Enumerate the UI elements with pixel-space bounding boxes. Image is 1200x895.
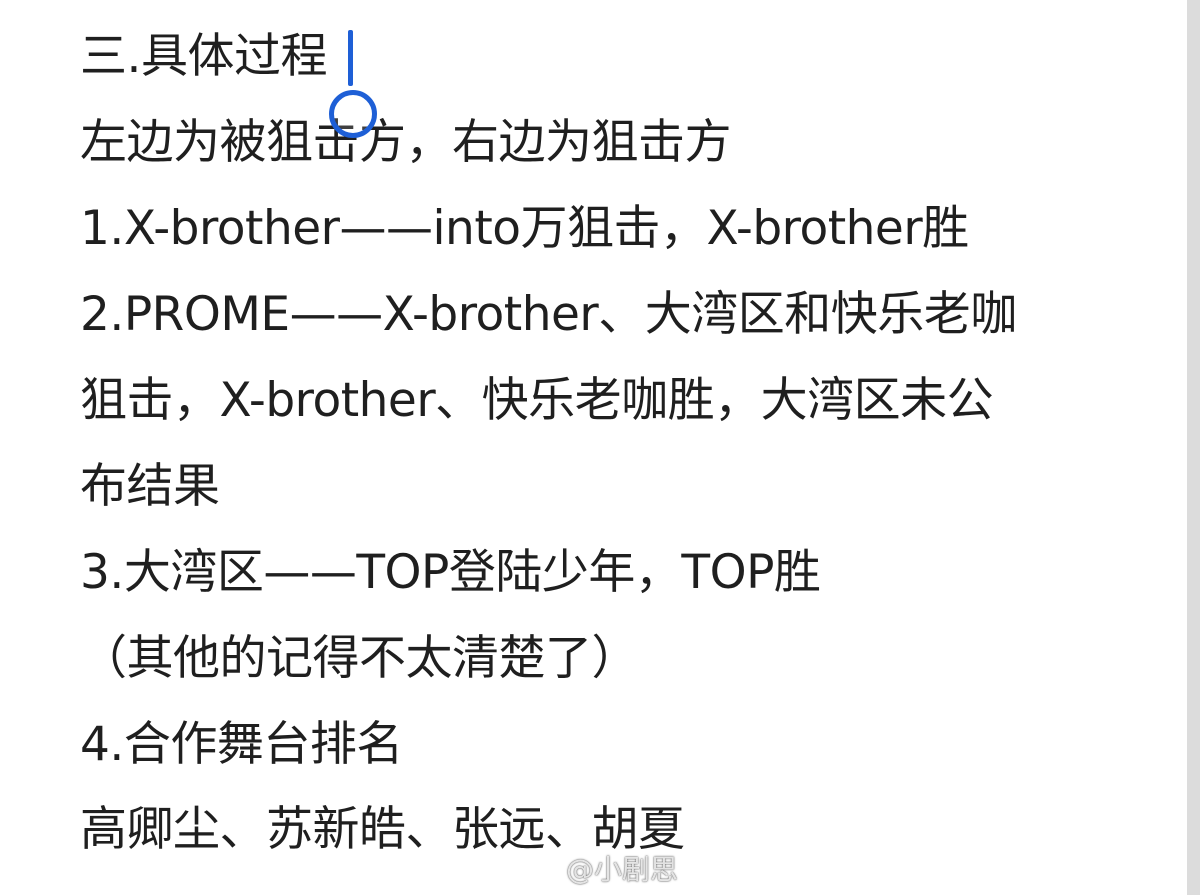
- text-line-10[interactable]: 高卿尘、苏新皓、张远、胡夏: [80, 802, 685, 857]
- watermark-handle: @小剧思: [566, 853, 679, 886]
- scrollbar[interactable]: [1187, 0, 1200, 895]
- text-line-1[interactable]: 三.具体过程: [80, 29, 327, 84]
- cursor-drag-handle[interactable]: [329, 90, 377, 138]
- text-line-5[interactable]: 狙击，X-brother、快乐老咖胜，大湾区未公: [80, 373, 994, 428]
- text-line-7[interactable]: 3.大湾区——TOP登陆少年，TOP胜: [80, 545, 821, 600]
- text-line-2[interactable]: 左边为被狙击方，右边为狙击方: [80, 115, 732, 170]
- text-cursor: [348, 30, 353, 86]
- text-line-8[interactable]: （其他的记得不太清楚了）: [80, 631, 639, 686]
- text-document[interactable]: 三.具体过程 左边为被狙击方，右边为狙击方 1.X-brother——into万…: [80, 14, 1140, 872]
- text-line-4[interactable]: 2.PROME——X-brother、大湾区和快乐老咖: [80, 287, 1017, 342]
- watermark: @小剧思: [522, 850, 678, 886]
- text-line-9[interactable]: 4.合作舞台排名: [80, 717, 403, 772]
- weibo-logo-icon: [524, 856, 556, 881]
- text-line-3[interactable]: 1.X-brother——into万狙击，X-brother胜: [80, 201, 969, 256]
- text-line-6[interactable]: 布结果: [80, 459, 220, 514]
